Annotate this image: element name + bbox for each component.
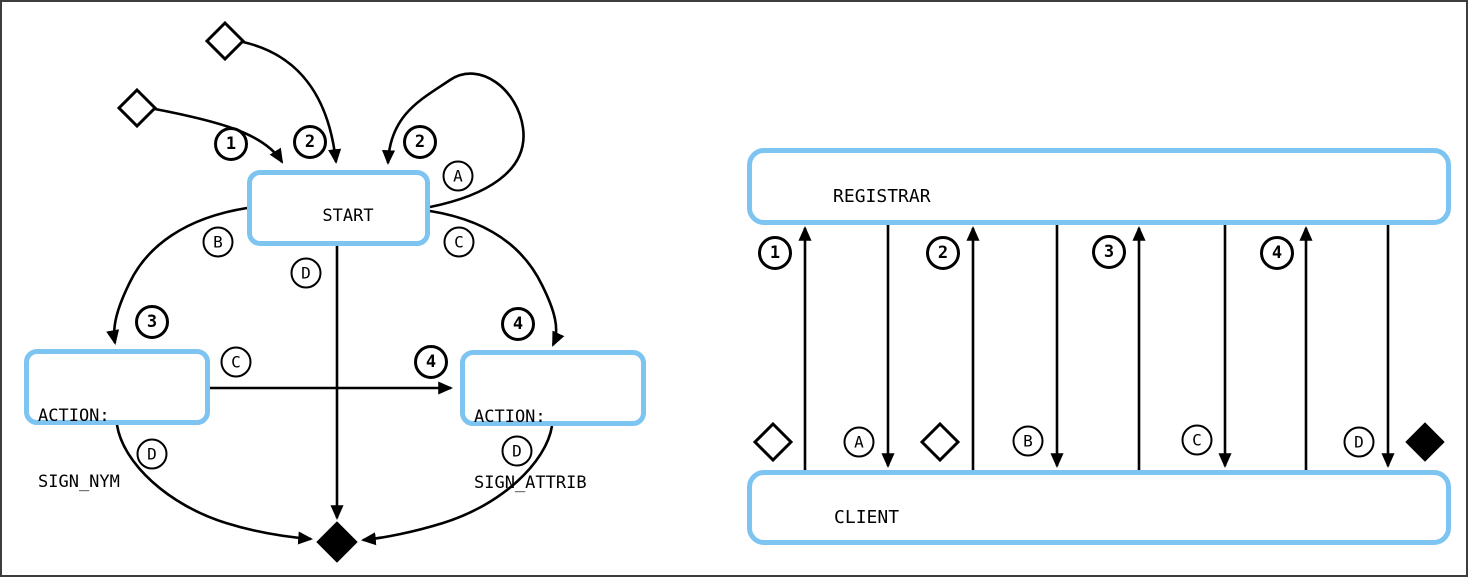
sign-nym-node-label-line2: SIGN_NYM [38, 472, 120, 492]
start-marker-diamond-icon [204, 20, 246, 62]
seq-badge-reply-c: C [1181, 424, 1213, 456]
edge-start-self-loop [381, 72, 525, 209]
end-marker-diamond-icon [1405, 422, 1445, 462]
sign-attrib-node-label-line2: SIGN_ATTRIB [474, 473, 587, 493]
sign-attrib-node: ACTION: SIGN_ATTRIB [460, 350, 646, 493]
badge-reply-d-attrib: D [501, 435, 533, 467]
badge-msg-2-loop: 2 [403, 125, 437, 159]
sign-attrib-node-label-line1: ACTION: [474, 407, 546, 427]
badge-reply-b: B [202, 226, 234, 258]
client-node-label: CLIENT [834, 507, 900, 528]
end-marker-diamond-icon [316, 521, 358, 563]
seq-badge-reply-a: A [843, 426, 875, 458]
seq-badge-msg-1: 1 [758, 236, 792, 270]
edge-start-to-sign-attrib [429, 209, 565, 347]
badge-reply-d-nym: D [136, 438, 168, 470]
seq-badge-msg-2: 2 [926, 236, 960, 270]
registrar-node: REGISTRAR [747, 148, 1451, 225]
start-node: START [247, 170, 430, 246]
badge-reply-d-start: D [290, 257, 322, 289]
badge-msg-1: 1 [214, 127, 248, 161]
badge-reply-c-start: C [443, 226, 475, 258]
edge-sign-nym-to-end [115, 424, 314, 545]
sign-nym-node-label-line1: ACTION: [38, 406, 110, 426]
start-marker-diamond-icon [116, 87, 158, 129]
start-marker-diamond-icon [919, 421, 961, 463]
seq-badge-reply-b: B [1012, 425, 1044, 457]
registrar-node-label: REGISTRAR [833, 186, 931, 207]
client-node: CLIENT [747, 470, 1451, 545]
badge-msg-4-nym: 4 [414, 345, 448, 379]
badge-msg-3: 3 [135, 305, 169, 339]
seq-badge-reply-d: D [1343, 426, 1375, 458]
edge-start-marker-to-start-msg2 [242, 40, 342, 165]
start-node-label: START [322, 206, 374, 226]
seq-badge-msg-3: 3 [1092, 235, 1126, 269]
badge-reply-c-nym: C [220, 346, 252, 378]
start-marker-diamond-icon [752, 421, 794, 463]
badge-msg-2: 2 [293, 125, 327, 159]
sign-nym-node: ACTION: SIGN_NYM [24, 349, 210, 492]
badge-msg-4: 4 [501, 307, 535, 341]
edge-sign-attrib-to-end [360, 425, 554, 546]
badge-reply-a: A [442, 160, 474, 192]
seq-badge-msg-4: 4 [1260, 236, 1294, 270]
edge-start-to-sign-nym [106, 206, 248, 345]
